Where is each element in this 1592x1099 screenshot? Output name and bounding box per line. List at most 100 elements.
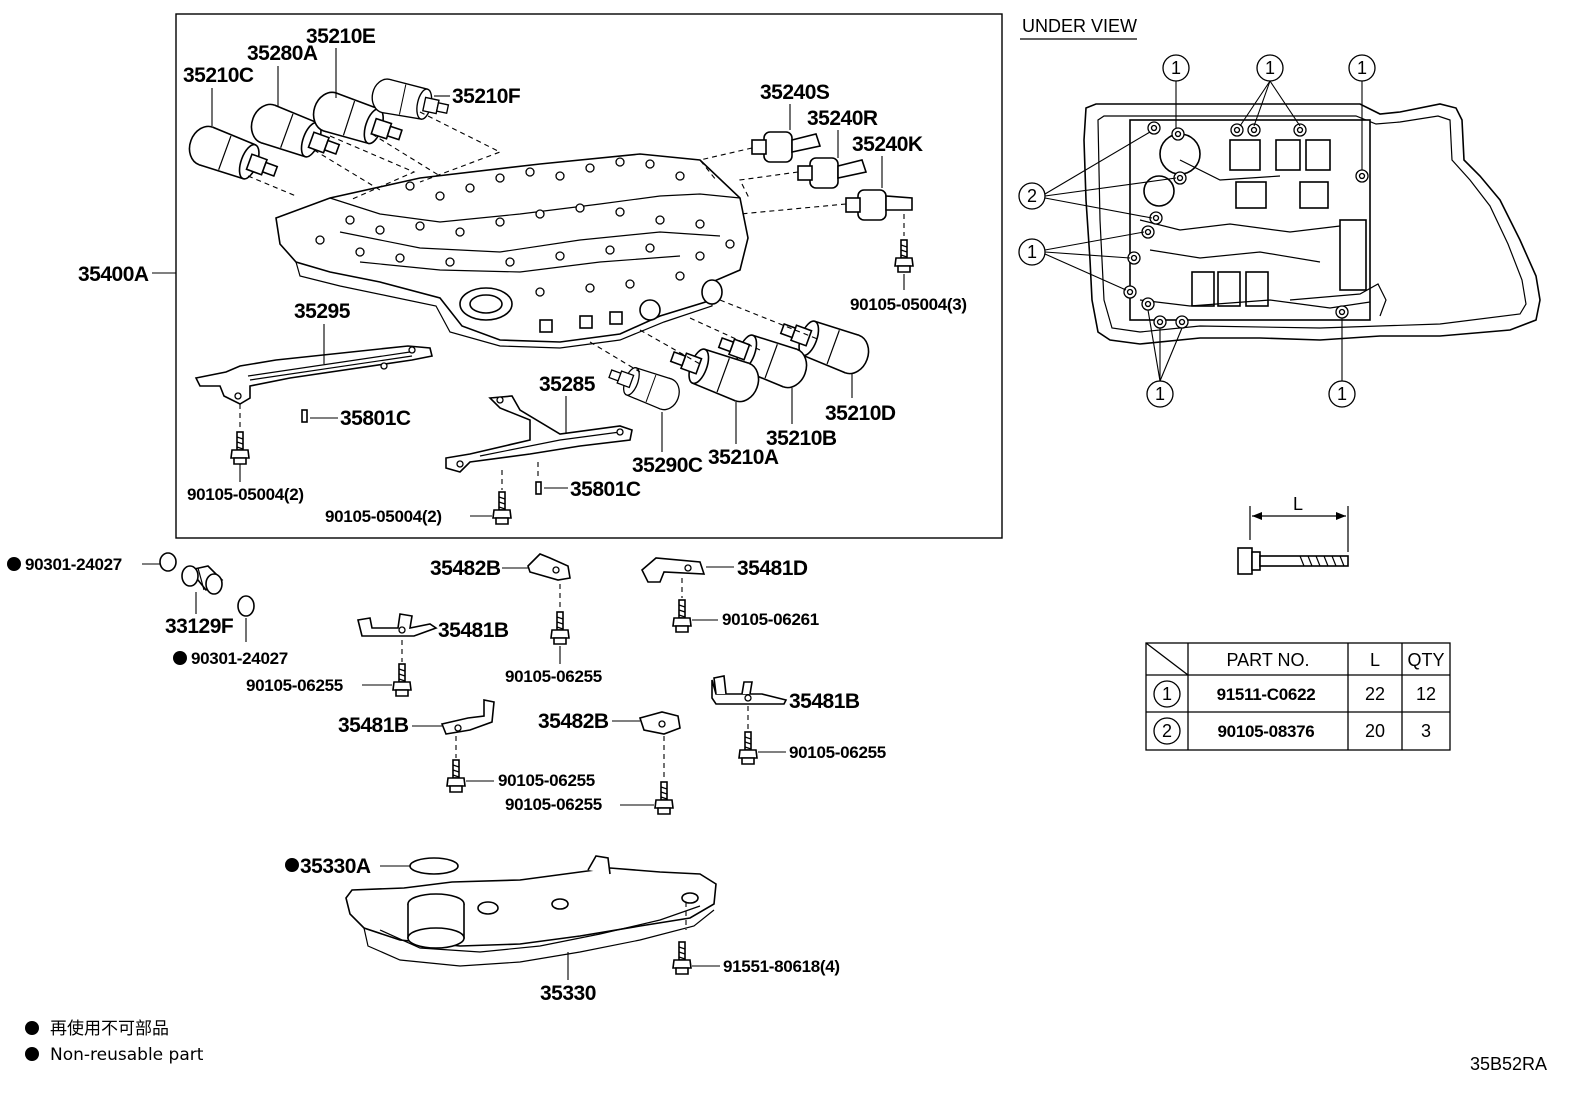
table-row-2-l: 20 (1365, 721, 1385, 741)
table-row-1-ref: 1 (1162, 684, 1172, 704)
table-row-2-part: 90105-08376 (1218, 722, 1315, 741)
label-35280A: 35280A (247, 42, 318, 65)
bolt-90105-06255-c (446, 759, 466, 793)
o-ring-a (159, 552, 177, 572)
table-header-qty: QTY (1407, 650, 1444, 670)
label-35240K: 35240K (852, 133, 923, 156)
label-35400A: 35400A (78, 263, 149, 286)
label-90301-24027-a: 90301-24027 (25, 555, 122, 574)
solenoid-35240K (845, 189, 913, 221)
label-90105-05004-2b: 90105-05004(2) (325, 507, 442, 526)
bolt-90105-06255-b (550, 611, 570, 645)
non-reusable-dot (285, 858, 299, 872)
plate-35285 (445, 395, 633, 473)
label-35801C-b: 35801C (570, 478, 641, 501)
solenoid-35240R (797, 157, 868, 189)
label-35285: 35285 (539, 373, 596, 396)
dim-L-label: L (1293, 494, 1303, 514)
legend: 再使用不可部品 Non-reusable part (25, 1018, 204, 1065)
bracket-35481B-a (357, 613, 438, 637)
solenoid-35290C (604, 358, 685, 415)
bolt-90105-06255-e (738, 731, 758, 765)
part-33129F (181, 565, 224, 595)
bracket-35482B-a (527, 553, 571, 581)
table-row-1-qty: 12 (1416, 684, 1436, 704)
label-35481B-b: 35481B (338, 714, 409, 737)
o-ring-35330A (409, 857, 459, 875)
reference-code: 35B52RA (1470, 1054, 1547, 1074)
valve-body-assembly (275, 153, 749, 349)
label-90105-05004-3: 90105-05004(3) (850, 295, 967, 314)
svg-text:1: 1 (1155, 384, 1165, 404)
table-header-part-no: PART NO. (1226, 650, 1309, 670)
label-90105-06255-c: 90105-06255 (498, 771, 595, 790)
non-reusable-dot (173, 651, 187, 665)
bolt-spec-table: PART NO. L QTY 1 91511-C0622 22 12 2 901… (1145, 642, 1451, 751)
bracket-35481B-c (440, 699, 495, 735)
bolt-90105-05004-3 (894, 239, 914, 273)
svg-text:2: 2 (1027, 186, 1037, 206)
legend-jp: 再使用不可部品 (50, 1018, 169, 1039)
label-35330: 35330 (540, 982, 596, 1005)
solenoid-35240S (751, 131, 822, 163)
callout-top-right: 1 (1348, 54, 1376, 170)
bolt-90105-06255-a (392, 663, 412, 697)
o-ring-b (237, 595, 255, 617)
label-35210F: 35210F (452, 85, 521, 108)
label-90105-06255-b: 90105-06255 (505, 667, 602, 686)
table-row-2-ref: 2 (1162, 721, 1172, 741)
label-35481D: 35481D (737, 557, 808, 580)
non-reusable-dot (7, 557, 21, 571)
label-90301-24027-b: 90301-24027 (191, 649, 288, 668)
pin-35801C-b (535, 481, 542, 495)
svg-text:1: 1 (1027, 242, 1037, 262)
table-row-2-qty: 3 (1421, 721, 1431, 741)
svg-text:1: 1 (1265, 58, 1275, 78)
label-35210E: 35210E (306, 25, 376, 48)
legend-en: Non-reusable part (50, 1045, 204, 1065)
label-35481B-a: 35481B (438, 619, 509, 642)
bolt-dimension-drawing: L (1237, 494, 1349, 575)
label-35330A: 35330A (300, 855, 371, 878)
table-row-1-part: 91511-C0622 (1217, 685, 1316, 704)
label-35481B-c: 35481B (789, 690, 860, 713)
callout-left-2: 2 (1018, 131, 1177, 219)
bracket-35482B-b (638, 711, 681, 735)
callout-bottom-left: 1 (1146, 309, 1183, 408)
bracket-35481D (641, 557, 706, 583)
bolt-90105-05004-2b (492, 491, 512, 525)
label-35482B-a: 35482B (430, 557, 501, 580)
callout-bottom-right: 1 (1328, 318, 1356, 408)
under-view-title: UNDER VIEW (1022, 16, 1137, 36)
label-35240R: 35240R (807, 107, 878, 130)
svg-text:1: 1 (1337, 384, 1347, 404)
label-91551-80618-4: 91551-80618(4) (723, 957, 840, 976)
table-header-l: L (1370, 650, 1380, 670)
label-35290C: 35290C (632, 454, 703, 477)
plate-35295 (194, 345, 433, 405)
label-35210A: 35210A (708, 446, 779, 469)
label-90105-05004-2a: 90105-05004(2) (187, 485, 304, 504)
label-35295: 35295 (294, 300, 351, 323)
svg-text:1: 1 (1171, 58, 1181, 78)
label-35482B-b: 35482B (538, 710, 609, 733)
label-35210C: 35210C (183, 64, 254, 87)
label-35210B: 35210B (766, 427, 837, 450)
bolt-90105-06261 (672, 599, 692, 633)
bolt-90105-05004-2a (230, 431, 250, 465)
bolt-90105-06255-d (654, 781, 674, 815)
callout-left-1: 1 (1018, 231, 1145, 291)
callout-top-center: 1 (1239, 54, 1301, 127)
label-90105-06261: 90105-06261 (722, 610, 819, 629)
callout-top-left: 1 (1162, 54, 1190, 128)
valve-body-frame (175, 13, 1003, 539)
svg-text:1: 1 (1357, 58, 1367, 78)
label-33129F: 33129F (165, 615, 234, 638)
pin-35801C-a (301, 409, 308, 423)
bolt-91551-80618 (672, 941, 692, 975)
label-90105-06255-e: 90105-06255 (789, 743, 886, 762)
label-35210D: 35210D (825, 402, 896, 425)
label-90105-06255-d: 90105-06255 (505, 795, 602, 814)
label-35801C-a: 35801C (340, 407, 411, 430)
